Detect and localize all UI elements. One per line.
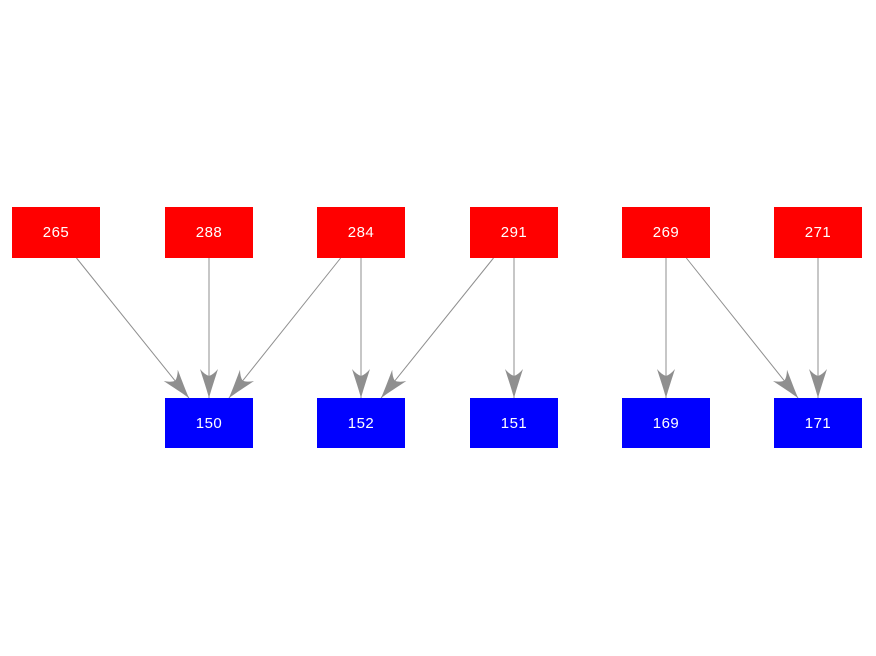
node-label: 265: [42, 224, 70, 241]
edge-284-150: [228, 257, 342, 399]
arrowhead: [772, 369, 799, 398]
edge-271-171: [809, 258, 827, 398]
node-label: 171: [804, 414, 832, 432]
edge-291-151: [505, 258, 523, 398]
node-label: 291: [500, 224, 528, 241]
node-152: 152: [317, 398, 405, 448]
node-label: 271: [804, 224, 832, 241]
node-150: 150: [165, 398, 253, 448]
arrowhead: [163, 369, 189, 398]
node-label: 150: [195, 414, 223, 432]
edge-269-169: [657, 258, 675, 398]
node-265: 265: [12, 207, 100, 258]
arrowhead: [381, 369, 407, 398]
arrowhead: [809, 369, 827, 398]
edge-line: [685, 257, 799, 399]
node-291: 291: [470, 207, 558, 258]
node-169: 169: [622, 398, 710, 448]
node-label: 152: [347, 414, 375, 432]
edge-288-150: [200, 258, 218, 398]
node-label: 288: [195, 224, 223, 241]
arrowhead: [657, 369, 675, 398]
edge-291-152: [380, 257, 494, 399]
arrowhead: [200, 369, 218, 398]
arrowhead: [352, 369, 370, 398]
node-269: 269: [622, 207, 710, 258]
node-label: 169: [652, 414, 680, 432]
edge-269-171: [685, 257, 799, 399]
edge-284-152: [352, 258, 370, 398]
arrowhead: [505, 369, 523, 398]
node-288: 288: [165, 207, 253, 258]
node-171: 171: [774, 398, 862, 448]
node-284: 284: [317, 207, 405, 258]
node-label: 284: [347, 224, 375, 241]
edge-line: [76, 257, 190, 399]
edge-line: [228, 257, 342, 399]
arrowhead: [228, 369, 255, 398]
edge-265-150: [76, 257, 190, 399]
edge-line: [380, 257, 494, 399]
node-271: 271: [774, 207, 862, 258]
node-label: 151: [500, 414, 528, 432]
node-151: 151: [470, 398, 558, 448]
node-label: 269: [652, 224, 680, 241]
